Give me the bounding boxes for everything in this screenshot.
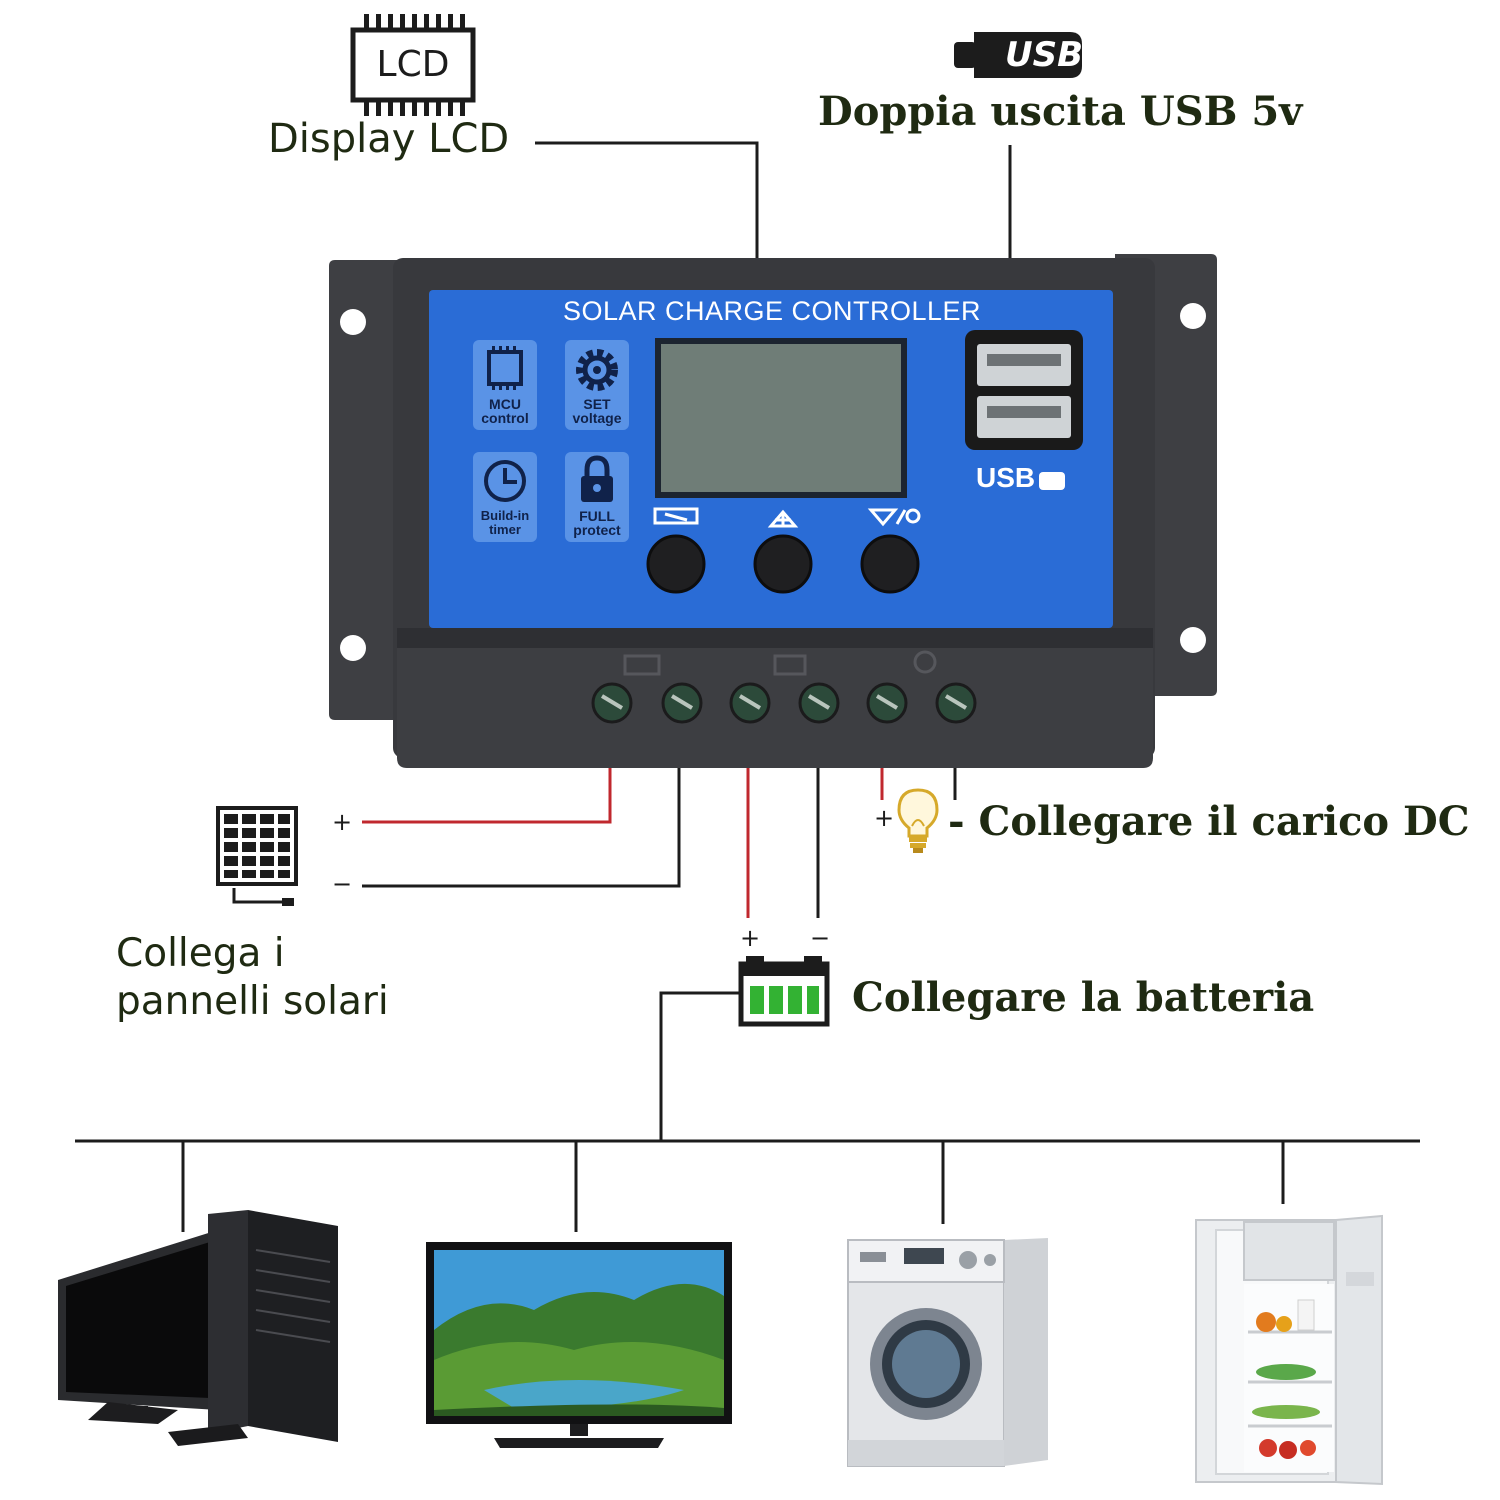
gear-icon — [576, 349, 618, 391]
panel-plus-sign: + — [332, 808, 353, 836]
feature-label-timer: Build-in timer — [480, 508, 530, 537]
solar-panel-icon — [216, 806, 298, 906]
lcd-chip-icon — [350, 14, 476, 116]
lcd-callout-label: Display LCD — [268, 116, 510, 162]
mounting-hole — [1180, 303, 1206, 329]
usb-callout-label: Doppia uscita USB 5v — [818, 88, 1303, 135]
battery-callout-label: Collegare la batteria — [852, 974, 1315, 1021]
battery-icon — [738, 956, 830, 1027]
usb-face-label: USB — [976, 462, 1036, 493]
down-arrow-icon — [867, 508, 907, 527]
feature-label-mcu: MCU control — [481, 396, 529, 426]
clock-icon — [484, 460, 526, 502]
solar-charge-controller — [329, 254, 1217, 768]
refrigerator-icon — [1195, 1214, 1383, 1486]
bulb-small-icon — [905, 508, 921, 524]
menu-button[interactable] — [646, 534, 706, 594]
feature-label-set: SET voltage — [572, 396, 622, 426]
panel-callout-label: Collega i pannelli solari — [116, 931, 389, 1024]
panel-negative-wire — [362, 765, 681, 888]
battery-bus-line — [659, 991, 740, 1141]
mounting-hole — [1180, 627, 1206, 653]
mounting-hole — [340, 635, 366, 661]
lcd-callout-line — [535, 141, 759, 262]
usb-plug-icon — [954, 32, 1082, 78]
battery-minus-sign: − — [810, 924, 831, 952]
panel-minus-sign: − — [332, 870, 353, 898]
lock-icon — [581, 455, 613, 502]
feature-label-protect: FULL protect — [573, 508, 621, 538]
lcd-icon-text: LCD — [376, 44, 450, 85]
chip-icon — [487, 350, 523, 386]
down-button[interactable] — [860, 534, 920, 594]
lcd-screen — [661, 344, 901, 492]
load-plus-sign: + — [874, 804, 895, 832]
load-callout-label: - Collegare il carico DC — [948, 798, 1470, 845]
television-icon — [426, 1242, 732, 1448]
battery-plus-sign: + — [740, 924, 761, 952]
up-arrow-icon — [767, 509, 799, 528]
mounting-hole — [340, 309, 366, 335]
washing-machine-icon — [847, 1238, 1048, 1467]
desktop-computer-icon — [58, 1210, 338, 1446]
screw-terminals — [591, 682, 977, 724]
controller-title: SOLAR CHARGE CONTROLLER — [562, 296, 982, 326]
terminal-block — [397, 628, 1153, 768]
usb-icon-text: USB — [1004, 35, 1083, 75]
panel-positive-wire — [362, 765, 612, 824]
usb-plug-logo-icon — [1039, 472, 1065, 490]
light-bulb-icon — [897, 788, 939, 853]
up-button[interactable] — [753, 534, 813, 594]
menu-icon — [653, 507, 699, 525]
